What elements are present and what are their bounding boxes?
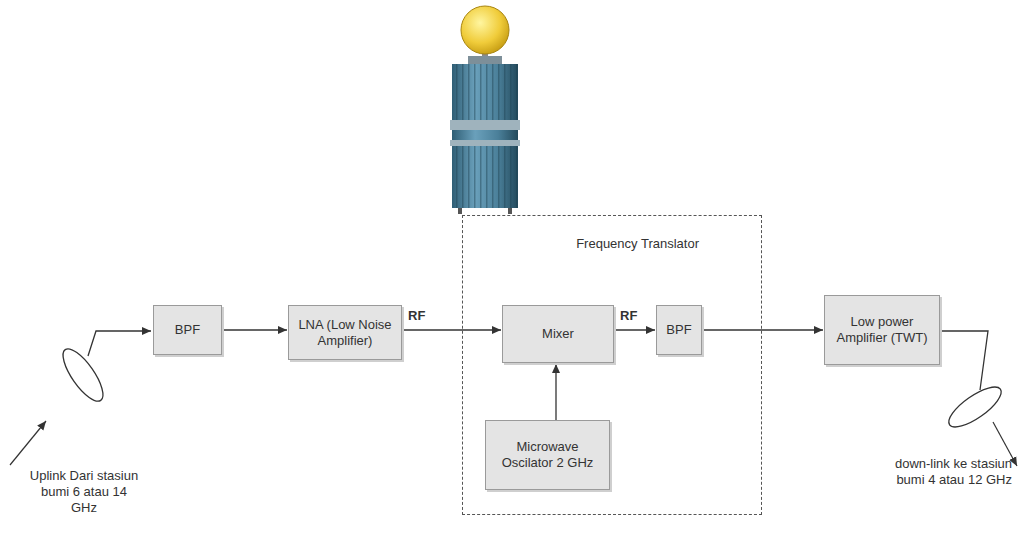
box-label: Low power Amplifier (TWT) [830,314,934,346]
signal-label: RF [620,308,637,324]
translator-group: Frequency TranslatorMixer BPF Microwave Os… [462,215,762,515]
filter-box: BPF [153,305,222,355]
signal-arrow [555,364,556,420]
amplifier-box: LNA (Low Noise Amplifier) [288,305,402,360]
amplifier-box: Low power Amplifier (TWT) [824,295,940,365]
signal-arrow [614,329,655,330]
signal-label: RF [408,308,425,324]
group-title: Frequency Translator [576,236,699,252]
mixer-box: Mixer [502,305,614,363]
filter-box: BPF [656,305,702,355]
box-label: BPF [175,322,200,338]
signal-arrow [222,329,287,330]
satellite [450,6,520,214]
box-label: BPF [666,322,691,338]
signal-arrow [402,329,501,330]
box-label: Mixer [542,326,574,342]
box-label: LNA (Low Noise Amplifier) [295,317,395,349]
box-label: Microwave Oscilator 2 GHz [493,439,603,471]
oscillator-box: Microwave Oscilator 2 GHz [485,420,610,490]
signal-arrow [702,329,823,330]
uplink-note: Uplink Dari stasiun bumi 6 atau 14 GHz [28,468,140,516]
downlink-antenna [941,331,1017,466]
uplink-antenna [10,331,151,465]
downlink-note: down-link ke stasiun bumi 4 atau 12 GHz [880,456,1012,488]
